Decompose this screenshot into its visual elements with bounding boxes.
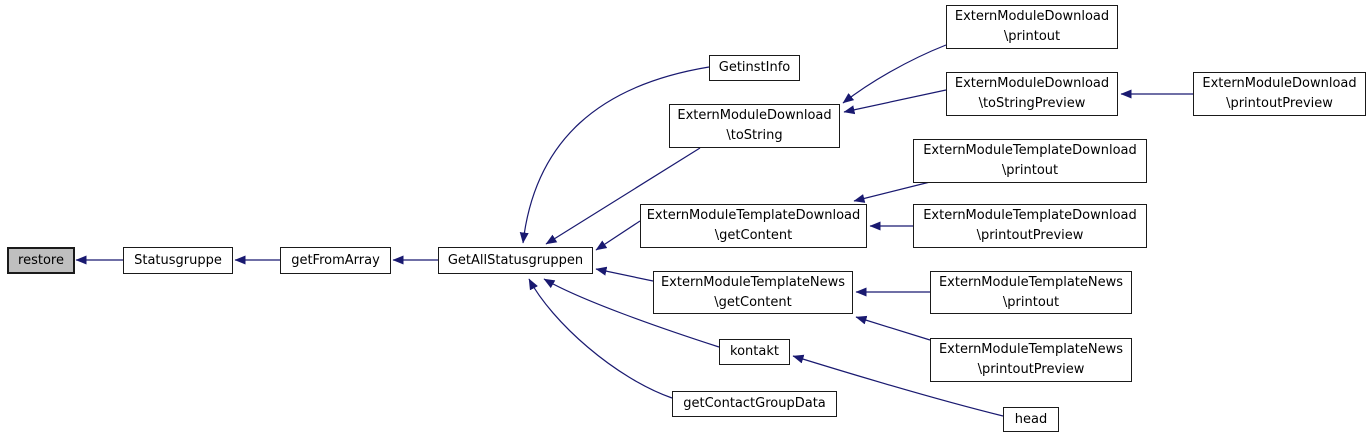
node-getcontactgroupdata[interactable]: getContactGroupData bbox=[672, 391, 837, 417]
node-externmoduletemplatenews-getcontent[interactable]: ExternModuleTemplateNews \getContent bbox=[653, 271, 853, 314]
node-getinstinfo[interactable]: GetinstInfo bbox=[709, 55, 800, 81]
node-label-line2: \printoutPreview bbox=[976, 228, 1084, 243]
node-label-line1: ExternModuleDownload bbox=[954, 9, 1110, 24]
node-externmoduletemplatedownload-printout[interactable]: ExternModuleTemplateDownload \printout bbox=[913, 139, 1147, 183]
node-label-line2: \getContent bbox=[714, 228, 793, 243]
node-label-line2: \printoutPreview bbox=[1226, 96, 1333, 111]
node-externmoduletemplatenews-printout[interactable]: ExternModuleTemplateNews \printout bbox=[930, 271, 1132, 314]
node-label-line1: ExternModuleTemplateNews bbox=[660, 274, 846, 290]
node-label: Statusgruppe bbox=[134, 252, 222, 268]
node-label-line1: ExternModuleTemplateNews bbox=[938, 342, 1124, 357]
edge-kontakt-to-getallstatusgruppen bbox=[543, 278, 720, 348]
node-label-line1: ExternModuleTemplateDownload bbox=[923, 143, 1137, 158]
edge-emd-printout-to-emd-tostring bbox=[842, 44, 947, 104]
node-label: kontakt bbox=[730, 344, 779, 359]
node-label-line1: ExternModuleDownload bbox=[1202, 76, 1357, 91]
edge-getcontactgroupdata-to-getallstatusgruppen bbox=[528, 278, 673, 399]
node-label-line1: ExternModuleDownload bbox=[954, 76, 1110, 91]
node-getallstatusgruppen[interactable]: GetAllStatusgruppen bbox=[438, 247, 593, 274]
node-label: getFromArray bbox=[291, 252, 380, 268]
edge-emtd-getcontent-to-getallstatusgruppen bbox=[595, 220, 641, 251]
node-label-line2: \toString bbox=[726, 128, 783, 143]
edge-emtd-printout-to-emtd-getcontent bbox=[853, 181, 931, 203]
node-label-line1: ExternModuleTemplateDownload bbox=[923, 208, 1137, 223]
node-label: restore bbox=[18, 252, 64, 268]
node-statusgruppe[interactable]: Statusgruppe bbox=[123, 247, 233, 274]
node-restore[interactable]: restore bbox=[7, 247, 75, 274]
edge-emd-tostring-to-getallstatusgruppen bbox=[545, 147, 701, 245]
node-label: GetAllStatusgruppen bbox=[447, 252, 584, 268]
node-label-line2: \printoutPreview bbox=[977, 362, 1085, 377]
node-label-line2: \printout bbox=[1003, 29, 1061, 44]
node-externmoduledownload-tostring[interactable]: ExternModuleDownload \toString bbox=[669, 104, 840, 148]
node-label-line1: ExternModuleTemplateNews bbox=[938, 274, 1124, 290]
node-label: GetinstInfo bbox=[718, 60, 791, 75]
node-head[interactable]: head bbox=[1003, 407, 1059, 432]
node-externmoduletemplatedownload-printoutpreview[interactable]: ExternModuleTemplateDownload \printoutPr… bbox=[913, 204, 1147, 248]
edge-emd-tostringpreview-to-emd-tostring bbox=[843, 89, 947, 115]
edge-head-to-kontakt bbox=[792, 354, 1004, 417]
edge-emtn-printoutpreview-to-emtn-getcontent bbox=[855, 315, 931, 341]
node-externmoduletemplatedownload-getcontent[interactable]: ExternModuleTemplateDownload \getContent bbox=[640, 204, 867, 248]
node-externmoduledownload-tostringpreview[interactable]: ExternModuleDownload \toStringPreview bbox=[946, 72, 1118, 116]
node-label-line1: ExternModuleTemplateDownload bbox=[646, 208, 861, 223]
node-label-line2: \printout bbox=[1002, 294, 1060, 310]
node-label-line2: \getContent bbox=[714, 294, 792, 310]
node-label-line2: \toStringPreview bbox=[978, 96, 1086, 111]
node-kontakt[interactable]: kontakt bbox=[719, 339, 790, 365]
node-label-line2: \printout bbox=[1001, 163, 1059, 178]
edge-emtn-getcontent-to-getallstatusgruppen bbox=[595, 266, 654, 282]
node-label: getContactGroupData bbox=[683, 396, 826, 411]
node-externmoduletemplatenews-printoutpreview[interactable]: ExternModuleTemplateNews \printoutPrevie… bbox=[930, 338, 1132, 382]
node-label: head bbox=[1014, 411, 1048, 427]
node-label-line1: ExternModuleDownload bbox=[677, 108, 832, 123]
node-externmoduledownload-printout[interactable]: ExternModuleDownload \printout bbox=[946, 5, 1118, 49]
edge-getinstinfo-to-getallstatusgruppen bbox=[519, 66, 710, 244]
node-externmoduledownload-printoutpreview[interactable]: ExternModuleDownload \printoutPreview bbox=[1193, 72, 1366, 116]
node-getfromarray[interactable]: getFromArray bbox=[280, 247, 391, 274]
